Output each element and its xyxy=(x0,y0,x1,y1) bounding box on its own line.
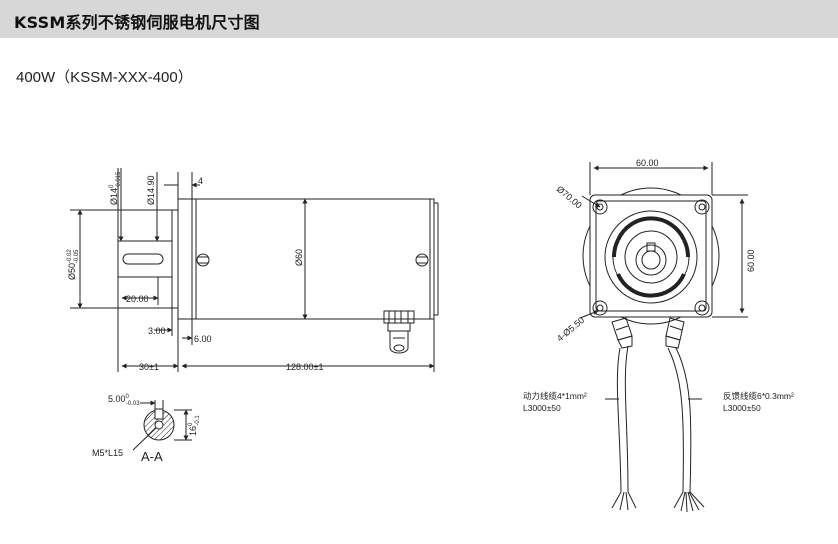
feedback-gland xyxy=(665,317,685,349)
body-screw-left xyxy=(196,253,210,267)
motor-pilot xyxy=(171,209,179,309)
power-cable-label: 动力线缆4*1mm² xyxy=(523,391,587,401)
section-view xyxy=(132,400,192,451)
thread-spec: M5*L15 xyxy=(92,448,123,458)
dim-pilot-dia: Ø50-0.02-0.05 xyxy=(67,249,80,280)
front-shaft xyxy=(635,244,667,276)
motor-shaft xyxy=(117,240,173,278)
dim-flange-thickness: 4 xyxy=(198,176,203,186)
power-cable-length: L3000±50 xyxy=(523,403,561,413)
side-view-labels: Ø140-0.015 Ø14.90 4 Ø50-0.02-0.05 Ø60 20… xyxy=(67,171,323,372)
section-view-labels: 5.000-0.03 160-0.1 M5*L15 A-A xyxy=(92,394,201,464)
dim-flange-height: 60.00 xyxy=(746,249,756,272)
power-wire-ends xyxy=(611,491,637,511)
title-bar: KSSM系列不锈钢伺服电机尺寸图 xyxy=(0,0,838,38)
dim-body-dia: Ø60 xyxy=(294,249,304,266)
power-gland xyxy=(611,317,633,349)
side-view xyxy=(70,168,439,372)
section-label: A-A xyxy=(141,449,163,464)
dim-key-width: 5.000-0.03 xyxy=(108,394,140,407)
dim-shaft-length: 30±1 xyxy=(139,362,159,372)
feedback-cable xyxy=(667,347,684,493)
front-bolt-circle xyxy=(582,187,720,325)
dim-shaft-dia: Ø140-0.015 xyxy=(109,171,122,205)
feedback-cable-label: 反馈线缆6*0.3mm² xyxy=(723,391,794,401)
shaft-keyway xyxy=(122,253,164,265)
front-flange-square xyxy=(589,194,713,318)
dim-step: 6.00 xyxy=(194,334,212,344)
mount-hole-br xyxy=(694,300,710,316)
dim-bolt-circle: Ø70.00 xyxy=(555,184,584,211)
feedback-cable-length: L3000±50 xyxy=(723,403,761,413)
dim-shoulder-dia: Ø14.90 xyxy=(146,175,156,205)
section-keyway xyxy=(154,408,164,420)
cable-gland xyxy=(383,310,415,354)
dim-key-offset: 3.00 xyxy=(148,326,166,336)
motor-flange xyxy=(177,198,193,320)
dim-key-depth: 160-0.1 xyxy=(188,415,201,436)
motor-body xyxy=(191,198,435,320)
body-screw-right xyxy=(415,253,429,267)
dim-mount-holes: 4-Ø5.50 xyxy=(555,315,586,344)
mount-hole-bl xyxy=(592,300,608,316)
dim-body-length: 128.00±1 xyxy=(286,362,323,372)
power-cable xyxy=(616,347,622,493)
mount-hole-tr xyxy=(694,199,710,215)
dim-key-length: 20.00 xyxy=(126,294,149,304)
model-label: 400W（KSSM-XXX-400） xyxy=(16,69,193,86)
feedback-wire-ends xyxy=(673,491,705,513)
dim-flange-width: 60.00 xyxy=(636,158,659,168)
front-view xyxy=(579,162,748,513)
page-title: KSSM系列不锈钢伺服电机尺寸图 xyxy=(14,13,260,32)
